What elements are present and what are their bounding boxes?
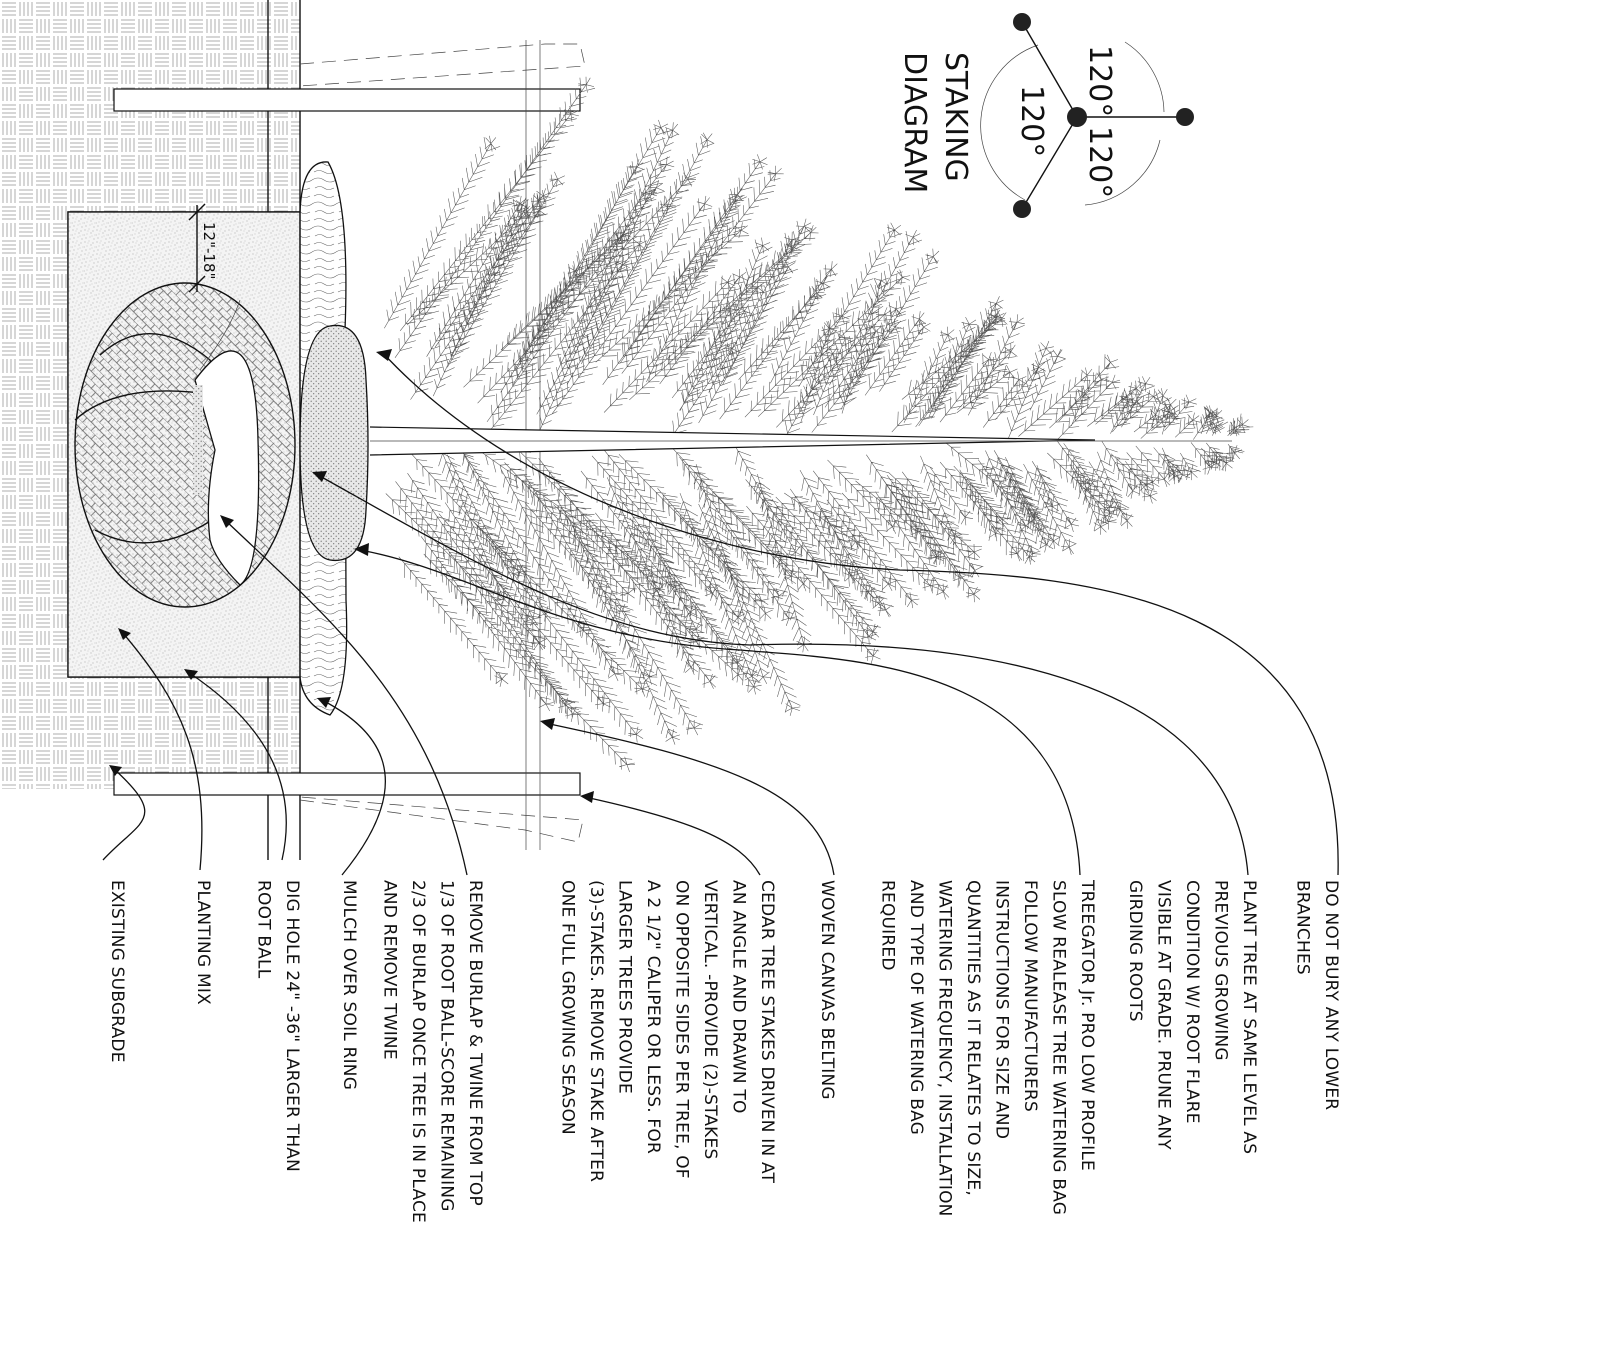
stake-marker: [1176, 108, 1194, 126]
callout-line: REQUIRED: [878, 880, 898, 971]
callout-line: REMOVE BURLAP & TWINE FROM TOP: [465, 880, 485, 1206]
staking-title-line2: DIAGRAM: [897, 52, 932, 193]
angle-label: 120°: [1014, 85, 1049, 157]
leader-burlap: [224, 519, 468, 876]
callout-burlap: REMOVE BURLAP & TWINE FROM TOP 1/3 OF ROO…: [380, 880, 486, 1223]
callout-line: EXISTING SUBGRADE: [107, 880, 127, 1063]
callout-line: FOLLOW MANUFACTURERS: [1020, 880, 1040, 1112]
leader-arrow: [376, 349, 392, 361]
leader-arrow: [184, 669, 198, 680]
leader-arrow: [118, 628, 131, 640]
callout-line: ROOT BALL: [254, 880, 274, 979]
callout-line: AND TYPE OF WATERING BAG: [906, 880, 926, 1135]
cedar-tree-stakes: [113, 40, 586, 850]
callout-line: VERTICAL. -PROVIDE (2)-STAKES: [700, 880, 720, 1159]
callout-line: CONDITION W/ ROOT FLARE: [1182, 880, 1202, 1124]
callout-line: ON OPPOSITE SIDES PER TREE, OF: [672, 880, 692, 1179]
callout-line: AN ANGLE AND DRAWN TO: [729, 880, 749, 1114]
leader-arrow: [312, 471, 327, 482]
watering-bag: [299, 324, 369, 562]
callout-planting-mix: PLANTING MIX: [193, 880, 213, 1005]
leader-planting-mix: [121, 631, 203, 871]
leader-arrow: [220, 515, 234, 528]
leader-mulch: [321, 699, 386, 876]
callout-line: QUANTITIES AS IT RELATES TO SIZE,: [963, 880, 983, 1196]
callout-line: AND REMOVE TWINE: [380, 880, 400, 1060]
callout-line: MULCH OVER SOIL RING: [339, 880, 359, 1090]
tree-trunk: [369, 426, 1232, 456]
callout-line: TREEGATOR Jr. PRO LOW PROFILE: [1077, 879, 1097, 1171]
root-ball: [74, 282, 296, 608]
leader-plant-level: [317, 474, 1249, 876]
callout-line: 1/3 OF ROOT BALL-SCORE REMAINING: [437, 880, 457, 1212]
callout-line: BRANCHES: [1293, 880, 1313, 975]
conifer-branches: [384, 76, 1254, 773]
callout-line: SLOW REALEASE TREE WATERING BAG: [1049, 880, 1069, 1215]
callout-line: (3)-STAKES. REMOVE STAKE AFTER: [586, 880, 606, 1182]
callout-line: A 2 1/2" CALIPER OR LESS. FOR: [643, 880, 663, 1154]
callout-line: 2/3 OF BURLAP ONCE TREE IS IN PLACE: [408, 880, 428, 1223]
callout-lower-branches: DO NOT BURY ANY LOWER BRANCHES: [1293, 880, 1342, 1110]
stake-marker: [1013, 13, 1031, 31]
burlap-fold: [194, 350, 260, 586]
callout-line: PLANTING MIX: [193, 880, 213, 1005]
leader-lower-branches: [381, 351, 1339, 876]
leader-arrow: [317, 697, 331, 708]
callout-line: INSTRUCTIONS FOR SIZE AND: [992, 880, 1012, 1139]
callout-cedar-stakes: CEDAR TREE STAKES DRIVEN IN AT AN ANGLE A…: [558, 880, 778, 1184]
leader-canvas-belting: [544, 722, 835, 876]
depth-dimension: 12"-18": [188, 203, 218, 293]
leader-arrow: [354, 543, 369, 556]
tree-center-marker: [1067, 107, 1087, 127]
callout-line: PREVIOUS GROWING: [1211, 880, 1231, 1061]
callout-subgrade: EXISTING SUBGRADE: [107, 880, 127, 1063]
callout-dig-hole: DIG HOLE 24" -36" LARGER THAN ROOT BALL: [254, 880, 303, 1172]
callout-line: DO NOT BURY ANY LOWER: [1321, 880, 1341, 1110]
leader-treegator: [359, 549, 1081, 876]
tree-canopy: [384, 76, 1254, 773]
callout-treegator: TREEGATOR Jr. PRO LOW PROFILE SLOW REALEA…: [878, 879, 1098, 1217]
callout-notes: DO NOT BURY ANY LOWER BRANCHES PLANT TREE …: [107, 879, 1341, 1223]
callout-line: WATERING FREQUENCY, INSTALLATION: [935, 880, 955, 1217]
leader-dig-hole: [187, 671, 287, 861]
staking-title-line1: STAKING: [938, 52, 973, 182]
leader-arrow: [109, 765, 122, 776]
callout-line: LARGER TREES PROVIDE: [615, 880, 635, 1094]
leader-arrow: [540, 718, 555, 730]
callout-line: PLANT TREE AT SAME LEVEL AS: [1239, 880, 1259, 1154]
angle-label: 120°: [1082, 45, 1117, 117]
depth-dimension-label: 12"-18": [200, 222, 218, 279]
staking-diagram: STAKING DIAGRAM 120° 120° 120°: [897, 13, 1194, 218]
callout-leaders: [102, 349, 1339, 876]
callout-line: VISIBLE AT GRADE. PRUNE ANY: [1154, 880, 1174, 1150]
callout-line: WOVEN CANVAS BELTING: [817, 880, 837, 1100]
callout-line: GIRDING ROOTS: [1125, 880, 1145, 1022]
stake-marker: [1013, 200, 1031, 218]
leader-cedar-stakes: [584, 796, 761, 876]
leader-subgrade: [102, 767, 146, 861]
callout-line: ONE FULL GROWING SEASON: [558, 880, 578, 1135]
callout-line: DIG HOLE 24" -36" LARGER THAN: [282, 880, 302, 1172]
callout-plant-level: PLANT TREE AT SAME LEVEL AS PREVIOUS GROW…: [1125, 880, 1259, 1154]
leader-arrow: [580, 791, 594, 803]
callout-mulch: MULCH OVER SOIL RING: [339, 880, 359, 1090]
callout-line: CEDAR TREE STAKES DRIVEN IN AT: [757, 880, 777, 1184]
angle-label: 120°: [1082, 126, 1117, 198]
callout-canvas-belting: WOVEN CANVAS BELTING: [817, 880, 837, 1100]
